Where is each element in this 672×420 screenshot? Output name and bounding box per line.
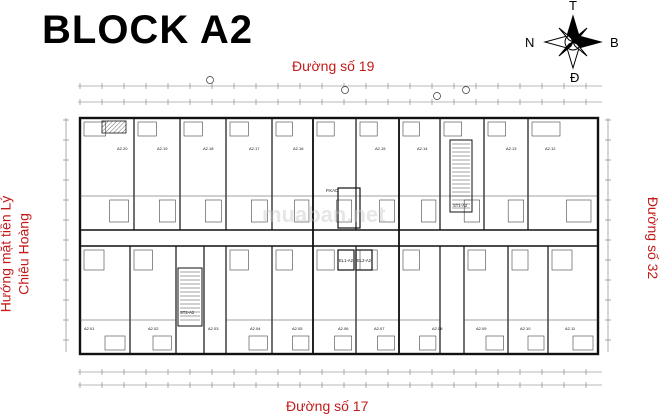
street-label-top: Đường số 19	[292, 58, 375, 74]
unit-label-bottom: A2.10	[520, 326, 531, 331]
pump-room-label: P.KAC	[326, 188, 338, 193]
stair-top-label: ST1-A2	[453, 203, 468, 208]
unit-label-bottom: A2.08	[432, 326, 443, 331]
block-title: BLOCK A2	[42, 8, 253, 52]
elevator-2-label: EL2-A2	[357, 258, 372, 263]
compass-west-label: N	[525, 35, 535, 50]
compass-rose-icon: T Đ N B	[518, 0, 628, 86]
unit-label-top: A2.18	[203, 146, 214, 151]
unit-label-top: A2.20	[117, 146, 128, 151]
unit-label-top: A2.13	[506, 146, 517, 151]
dimension-lines	[65, 85, 609, 386]
unit-label-bottom: A2.05	[292, 326, 303, 331]
hatched-shaft	[101, 120, 127, 134]
grid-markers	[206, 76, 470, 100]
interior-lines	[80, 121, 598, 351]
compass-south-label: Đ	[570, 70, 580, 85]
street-label-bottom: Đường số 17	[286, 398, 369, 414]
unit-label-bottom: A2.09	[476, 326, 487, 331]
unit-label-bottom: A2.04	[250, 326, 261, 331]
unit-labels: A2.20 A2.19 A2.18 A2.17 A2.16 A2.15 A2.14 A2.13…	[84, 146, 576, 331]
unit-label-top: A2.14	[417, 146, 428, 151]
core-labels: P.KAC ST1-A2 ST2-A2 EL1-A2 EL2-A2	[180, 188, 468, 315]
unit-label-top: A2.17	[249, 146, 260, 151]
unit-label-bottom: A2.07	[374, 326, 385, 331]
unit-label-bottom: A2.11	[565, 326, 576, 331]
compass-north-label: T	[569, 0, 577, 13]
stair-bottom-label: ST2-A2	[180, 310, 195, 315]
watermark: muaban.net	[262, 202, 386, 227]
unit-label-top: A2.15	[375, 146, 386, 151]
unit-label-bottom: A2.01	[84, 326, 95, 331]
unit-label-bottom: A2.02	[148, 326, 159, 331]
unit-label-top: A2.12	[545, 146, 556, 151]
unit-label-bottom: A2.03	[208, 326, 219, 331]
unit-label-top: A2.16	[293, 146, 304, 151]
core-block	[177, 117, 473, 355]
unit-label-bottom: A2.06	[338, 326, 349, 331]
compass-east-label: B	[610, 35, 619, 50]
elevator-1-label: EL1-A2	[339, 258, 354, 263]
unit-label-top: A2.19	[157, 146, 168, 151]
